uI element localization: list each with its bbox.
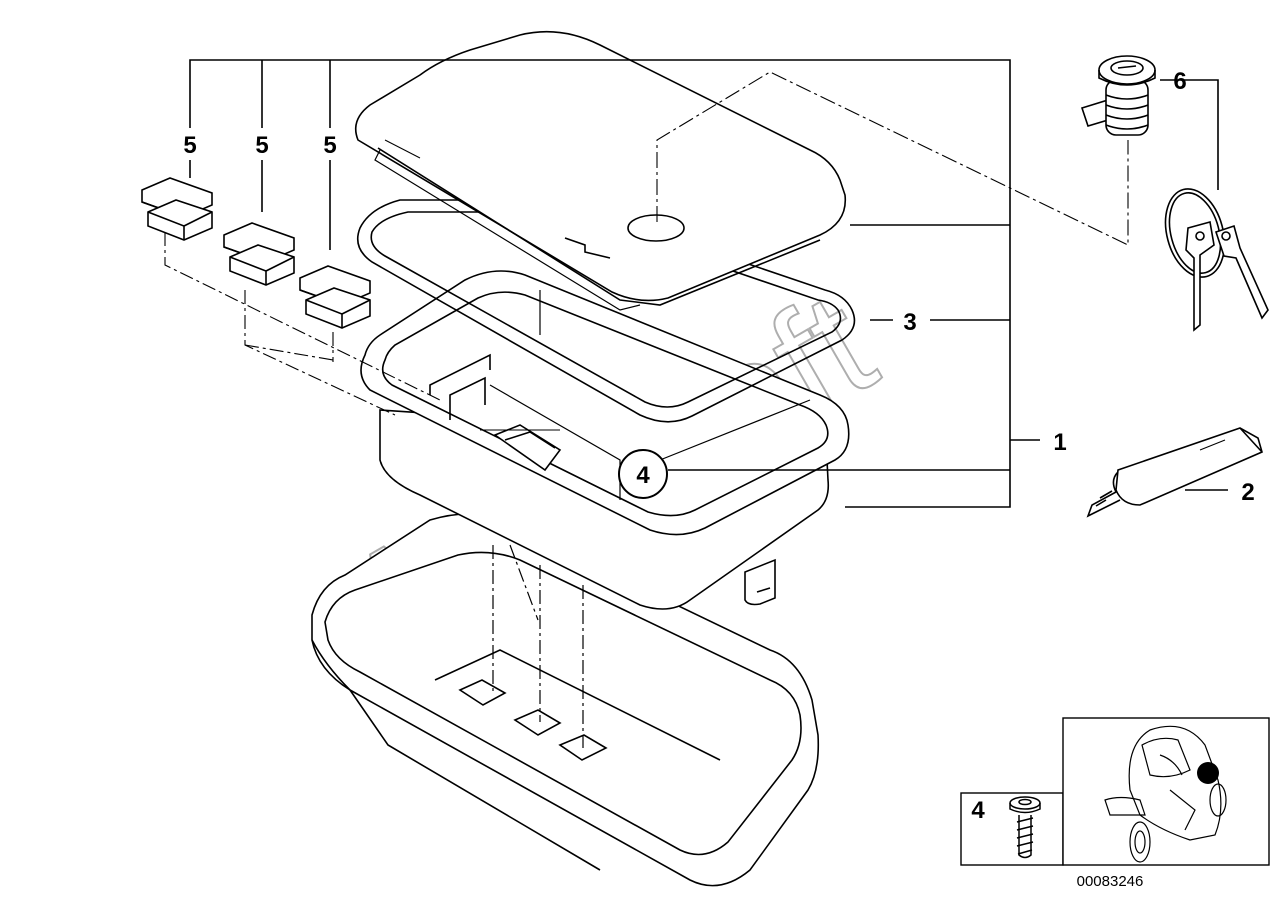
callout-6: 6: [1173, 68, 1186, 95]
lower-container: [311, 513, 820, 887]
location-marker-icon: [1197, 762, 1219, 784]
buffer-3: [299, 265, 371, 329]
callout-1: 1: [1053, 429, 1066, 456]
callout-2: 2: [1241, 479, 1254, 506]
callout-4: 4: [636, 462, 650, 489]
scooter-icon: [1104, 725, 1227, 863]
screw-icon: [1009, 796, 1041, 859]
lock-cylinder: [1080, 55, 1156, 136]
lid: [354, 30, 847, 311]
buffer-2: [223, 222, 295, 286]
storage-tray: [360, 270, 850, 610]
callout-5-a: 5: [183, 132, 196, 159]
inset-vehicle-box: [1062, 717, 1270, 866]
key-set: [1164, 188, 1269, 332]
leader-lines: [189, 59, 1228, 508]
buffer-1: [141, 177, 213, 241]
diagram-number: 00083246: [1077, 873, 1144, 890]
callout-5-c: 5: [323, 132, 336, 159]
inset-callout-4: 4: [971, 797, 985, 824]
screw-marker: [618, 449, 668, 499]
gasket: [356, 199, 856, 423]
sealant-tube: [1086, 427, 1263, 518]
callout-3: 3: [903, 309, 916, 336]
callout-5-b: 5: [255, 132, 268, 159]
inset-screw-box: [960, 792, 1064, 866]
lock-guide-line: [656, 71, 1129, 246]
rubber-buffers: [141, 177, 441, 416]
